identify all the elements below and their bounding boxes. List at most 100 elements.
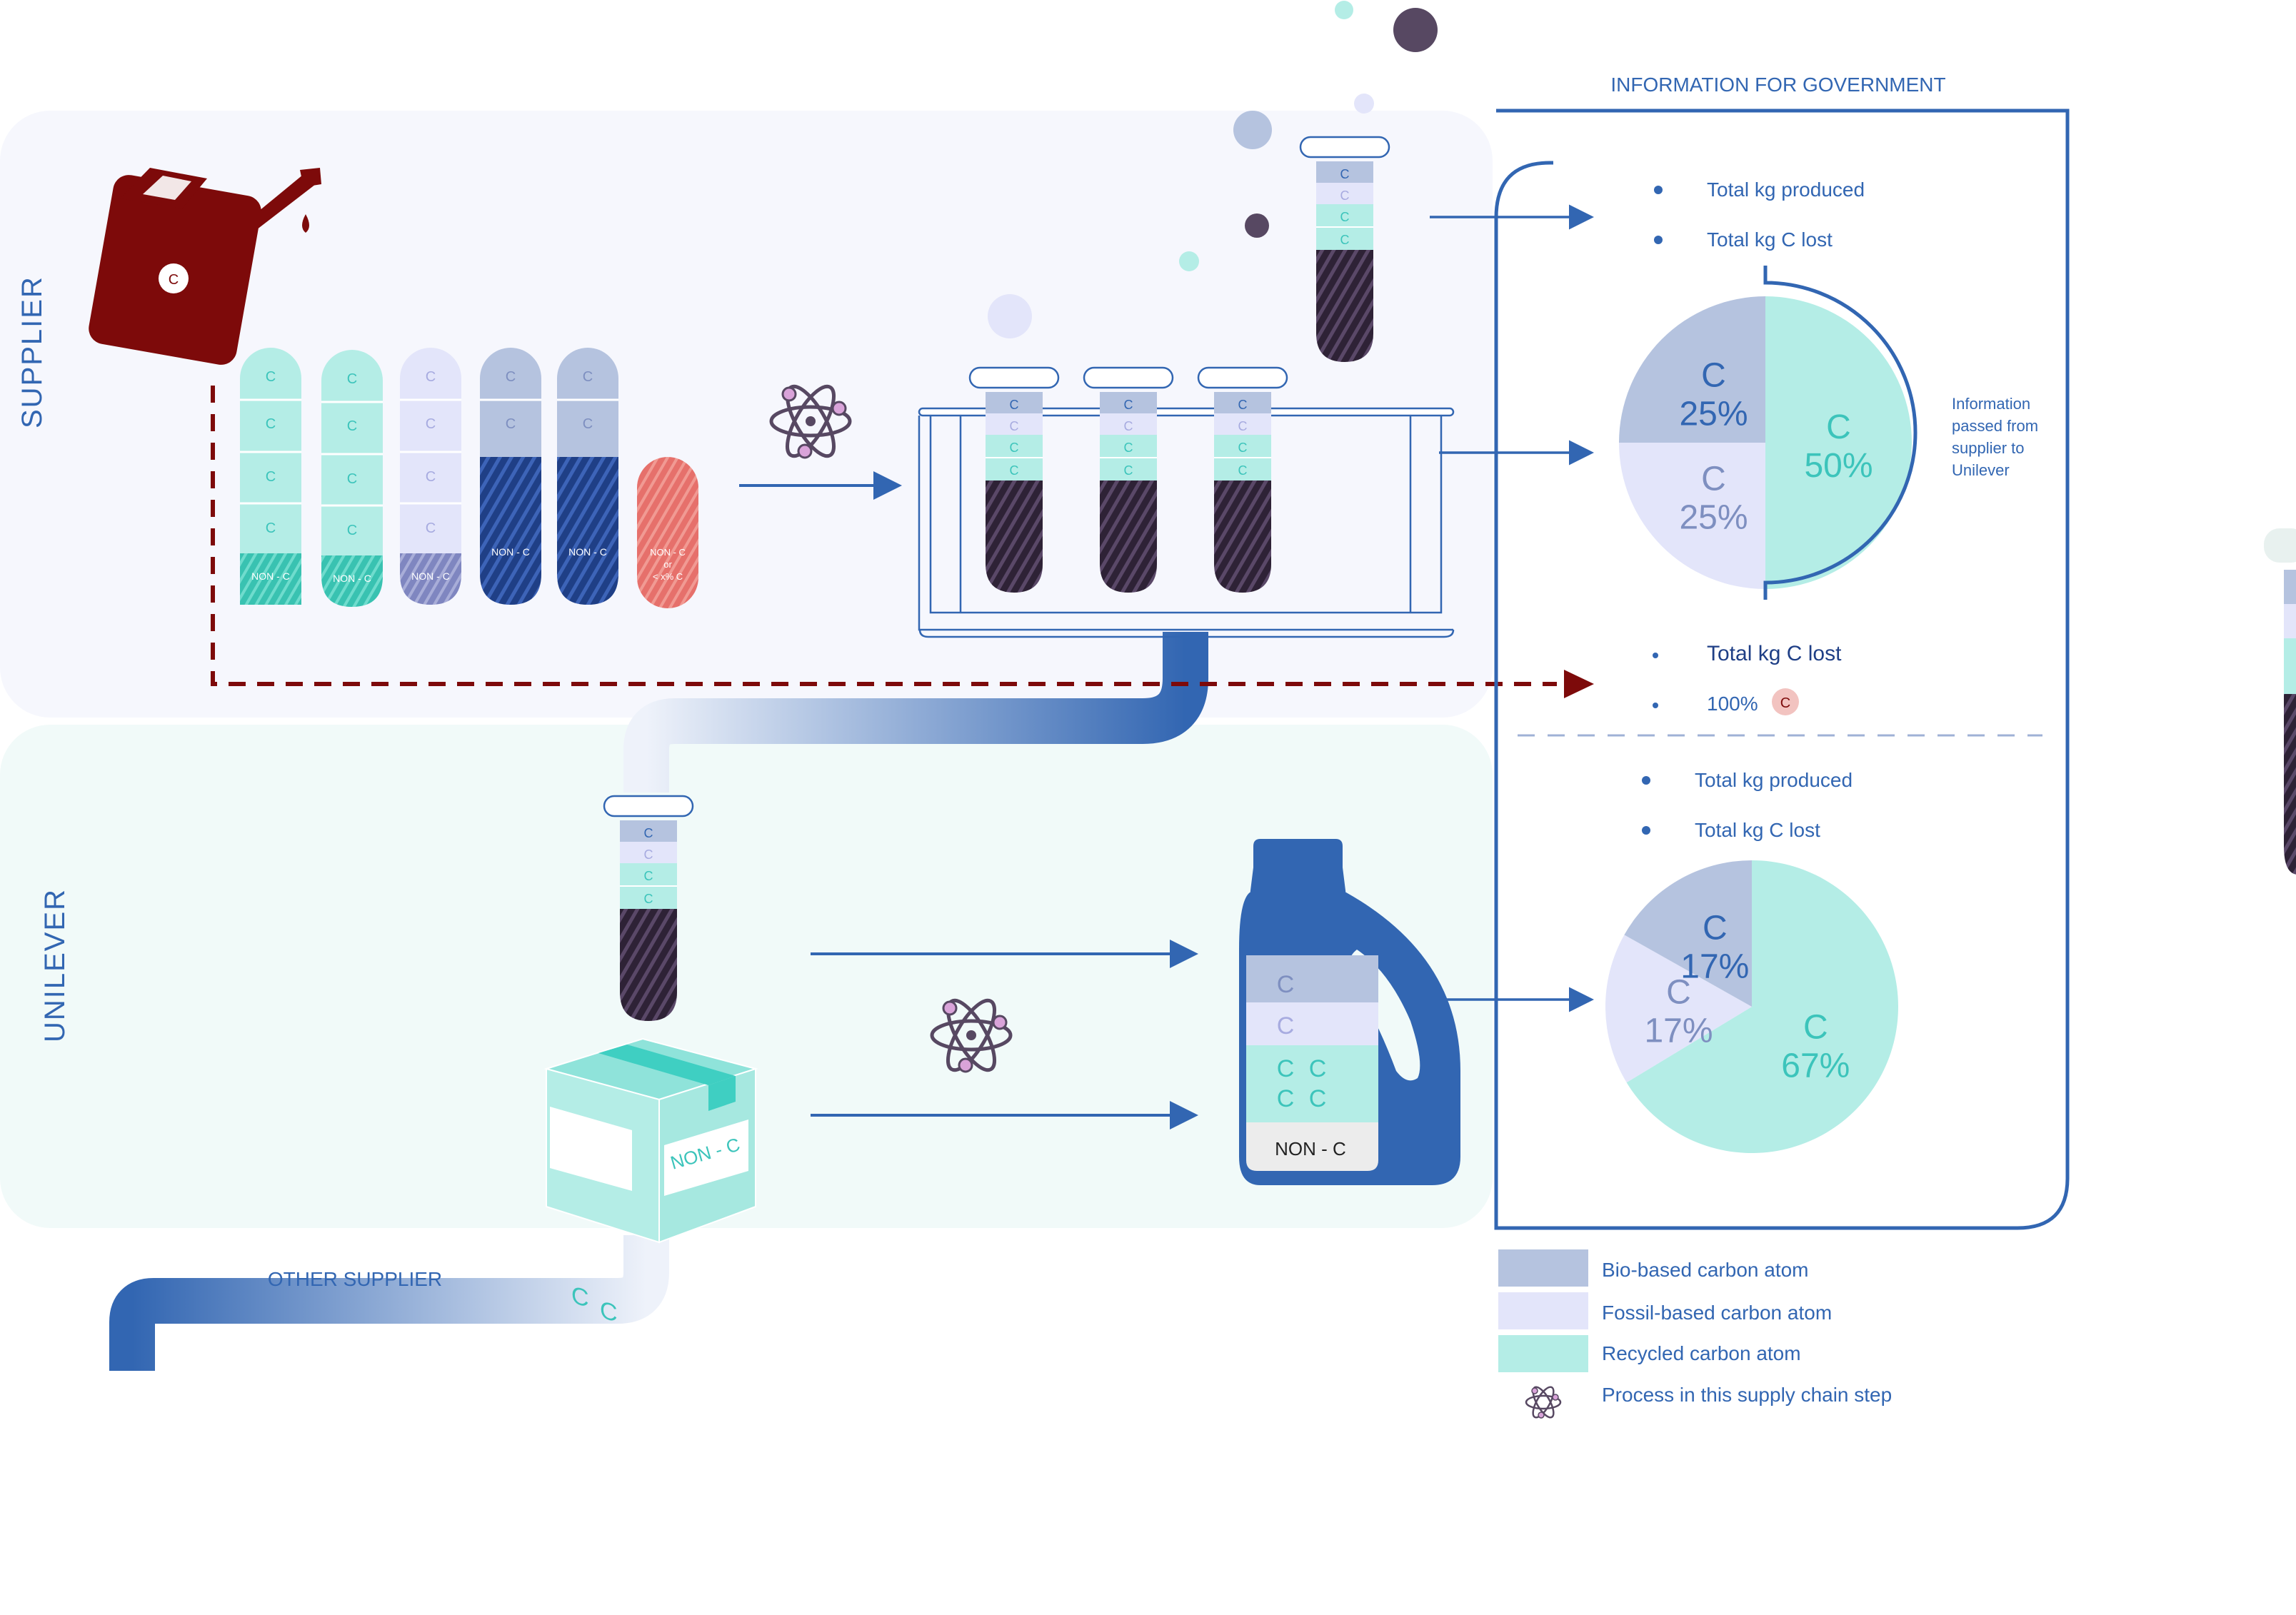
svg-text:C: C [583, 416, 593, 432]
pie-label-bio: C [1701, 357, 1726, 395]
svg-text:C: C [1277, 1055, 1295, 1082]
legend-swatch-bio [1498, 1249, 1588, 1287]
pie-value-bio: 17% [1680, 947, 1749, 985]
pie-label-bio: C [1703, 909, 1728, 947]
svg-text:C: C [347, 418, 357, 434]
svg-text:C: C [1238, 419, 1248, 433]
capsule-bio-1: C C NON - C [480, 348, 541, 605]
legend-swatch-fossil [1498, 1292, 1588, 1329]
pie-slice-recycled [1765, 296, 1912, 589]
svg-text:C: C [169, 272, 179, 288]
gov-top-bullet-1: Total kg produced [1707, 178, 1865, 201]
pie-slice-fossil [1619, 443, 1765, 589]
test-tube-rack [918, 407, 1455, 638]
svg-text:C: C [1124, 419, 1133, 433]
bubbles-decoration [988, 1, 1438, 338]
svg-text:C: C [266, 416, 276, 432]
svg-text:C: C [266, 469, 276, 485]
svg-text:C: C [426, 469, 436, 485]
gov-lost-bullet-1: Total kg C lost [1707, 642, 1842, 665]
legend-label-recycled: Recycled carbon atom [1602, 1342, 1801, 1364]
svg-text:C: C [506, 369, 516, 385]
pipe-supplier-to-unilever [623, 632, 1208, 793]
pie-label-fossil: C [1701, 460, 1726, 498]
gov-panel-title: INFORMATION FOR GOVERNMENT [1610, 74, 1945, 96]
test-tube-icon: C C C C [603, 795, 694, 1021]
svg-text:or: or [663, 559, 672, 570]
svg-text:C: C [1277, 1085, 1295, 1112]
svg-text:C: C [347, 471, 357, 487]
svg-text:C: C [1309, 1085, 1327, 1112]
svg-text:C: C [1238, 463, 1248, 478]
atom-icon [769, 384, 852, 459]
capsule-bio-2: C C NON - C [557, 348, 618, 605]
box-icon: C C NON - C [543, 1037, 758, 1328]
svg-text:C: C [571, 1282, 589, 1313]
pie-chart-unilever: C67%C17%C17% [1605, 860, 1898, 1153]
arrow-icon [1564, 670, 1594, 698]
test-tube-icon: C C C C [1083, 366, 1174, 593]
svg-text:C: C [1238, 398, 1248, 412]
svg-text:C: C [266, 520, 276, 536]
pie-slice-bio [1619, 296, 1765, 443]
svg-text:NON - C: NON - C [251, 570, 290, 582]
legend-label-process: Process in this supply chain step [1602, 1384, 1892, 1406]
svg-text:C: C [644, 869, 653, 883]
svg-text:NON - C: NON - C [411, 570, 450, 582]
svg-text:C: C [426, 416, 436, 432]
legend: Bio-based carbon atom Fossil-based carbo… [1498, 1249, 1892, 1419]
svg-text:C: C [583, 369, 593, 385]
other-supplier-label: OTHER SUPPLIER [268, 1268, 442, 1290]
svg-text:C: C [506, 416, 516, 432]
test-tube-icon: C C C C [1197, 366, 1288, 593]
bottle-icon: C C C C C C NON - C [1239, 839, 1460, 1185]
pie-value-recycled: 50% [1804, 447, 1873, 485]
svg-text:C: C [1010, 419, 1019, 433]
pie-value-recycled: 67% [1781, 1047, 1850, 1085]
unilever-zone [0, 725, 1493, 1228]
svg-text:NON - C: NON - C [568, 546, 607, 558]
capsules-group: C C C C NON - C C C C C NON - C C [240, 348, 698, 608]
svg-text:C: C [1124, 463, 1133, 478]
svg-text:C: C [1277, 971, 1295, 998]
svg-text:C: C [644, 847, 653, 862]
gov-bottom-bullet-2: Total kg C lost [1695, 819, 1820, 841]
atom-icon [1525, 1386, 1562, 1419]
pie-slice-fossil [1605, 935, 1752, 1083]
svg-text:C: C [1277, 1012, 1295, 1040]
capsule-recycled-1: C C C C NON - C [240, 348, 301, 605]
svg-text:NON - C: NON - C [650, 547, 686, 558]
pie-value-fossil: 17% [1644, 1012, 1713, 1050]
gov-panel-frame [1494, 109, 2070, 1230]
legend-swatch-recycled [1498, 1335, 1588, 1372]
gov-top-bullet-2: Total kg C lost [1707, 228, 1833, 251]
test-tube-icon [2264, 528, 2296, 885]
pie-slice-bio [1624, 860, 1752, 1007]
svg-text:C: C [1010, 441, 1019, 455]
svg-text:C: C [1238, 441, 1248, 455]
svg-text:C: C [1780, 695, 1790, 711]
svg-text:C: C [1309, 1055, 1327, 1082]
svg-text:NON - C: NON - C [1275, 1138, 1346, 1159]
svg-text:C: C [600, 1297, 618, 1328]
capsule-recycled-2: C C C C NON - C [321, 350, 383, 607]
svg-text:C: C [644, 826, 653, 840]
fuel-can-icon: C [89, 168, 321, 365]
svg-text:C: C [1010, 463, 1019, 478]
svg-text:< x% C: < x% C [653, 571, 683, 582]
pie-slice-recycled [1626, 860, 1898, 1153]
pie-label-fossil: C [1666, 974, 1691, 1012]
svg-text:C: C [347, 523, 357, 538]
gov-lost-bullet-2: 100% [1707, 693, 1758, 715]
pie-value-fossil: 25% [1679, 498, 1748, 536]
test-tube-icon: C C C C [968, 366, 1060, 593]
pie-value-bio: 25% [1679, 396, 1748, 433]
unilever-label: UNILEVER [39, 888, 71, 1042]
svg-text:C: C [1010, 398, 1019, 412]
pipe-other-supplier [109, 1235, 669, 1371]
lost-carbon-badge [1772, 688, 1799, 715]
info-note: Information passed from supplier to Unil… [1952, 395, 2042, 479]
svg-text:C: C [1340, 167, 1350, 181]
svg-text:NON - C: NON - C [333, 573, 371, 584]
